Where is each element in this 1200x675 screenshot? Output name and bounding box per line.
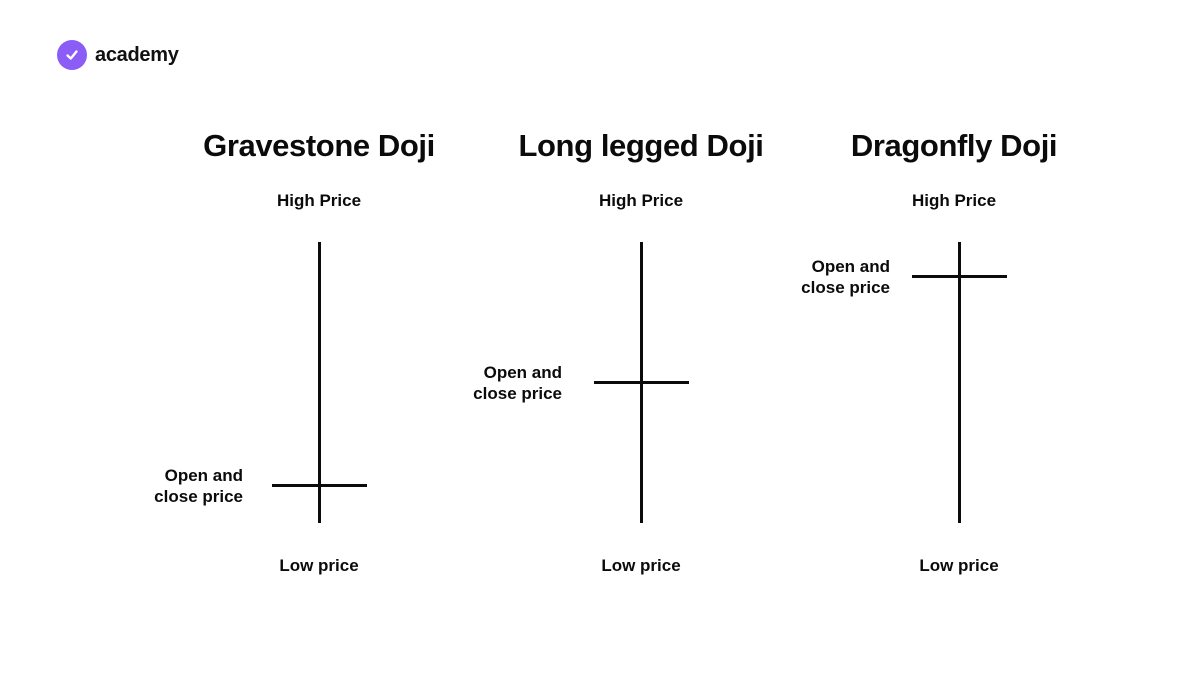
gravestone-high-label: High Price	[276, 191, 362, 210]
check-badge-icon	[57, 40, 87, 70]
gravestone-doji-title: Gravestone Doji	[203, 128, 435, 163]
dragonfly-open-close-line1: Open and	[811, 257, 890, 276]
dragonfly-open-close-label: Open and close price	[801, 256, 890, 298]
gravestone-open-close-line	[272, 484, 367, 487]
dragonfly-open-close-line2: close price	[801, 278, 890, 297]
dragonfly-low-label: Low price	[919, 556, 999, 575]
long-legged-open-close-line2: close price	[473, 384, 562, 403]
gravestone-open-close-label: Open and close price	[154, 465, 243, 507]
brand-logo: academy	[57, 40, 179, 70]
gravestone-open-close-line2: close price	[154, 487, 243, 506]
dragonfly-high-label: High Price	[911, 191, 997, 210]
dragonfly-doji-title: Dragonfly Doji	[850, 128, 1058, 163]
check-mark-icon	[66, 50, 78, 60]
gravestone-wick-line	[318, 242, 321, 523]
gravestone-low-label: Low price	[279, 556, 359, 575]
gravestone-open-close-line1: Open and	[164, 466, 243, 485]
long-legged-open-close-line1: Open and	[483, 363, 562, 382]
long-legged-open-close-line	[594, 381, 689, 384]
brand-name: academy	[95, 43, 179, 66]
dragonfly-open-close-line	[912, 275, 1007, 278]
dragonfly-wick-line	[958, 242, 961, 523]
long-legged-doji-title: Long legged Doji	[518, 128, 764, 163]
long-legged-open-close-label: Open and close price	[473, 362, 562, 404]
long-legged-high-label: High Price	[598, 191, 684, 210]
long-legged-low-label: Low price	[601, 556, 681, 575]
